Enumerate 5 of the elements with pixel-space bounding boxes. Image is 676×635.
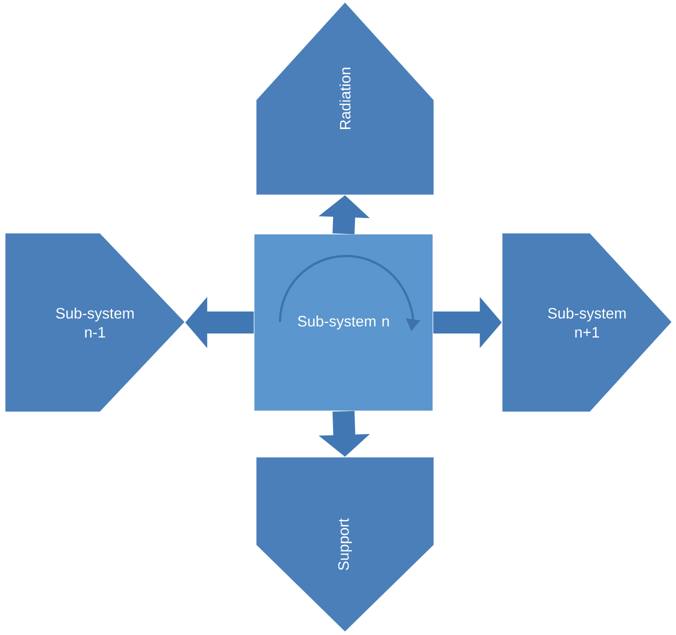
- process-box: Sub-system n: [254, 234, 434, 412]
- pentagon-box: Sub-system n+1: [502, 232, 673, 412]
- pentagon-box: Support: [256, 456, 434, 633]
- pentagon-box: Sub-system n-1: [4, 232, 186, 412]
- pentagon-box: Radiation: [256, 1, 434, 196]
